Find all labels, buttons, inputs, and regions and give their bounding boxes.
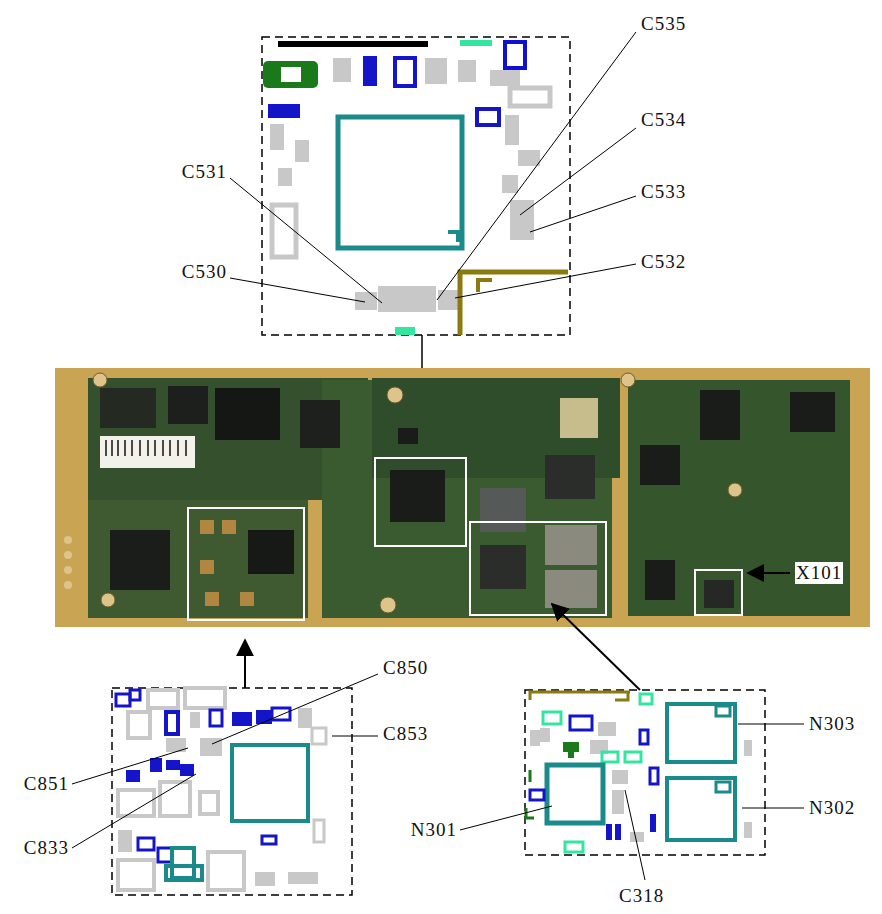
part-label: C534 xyxy=(640,109,687,131)
part-label: C530 xyxy=(181,261,228,283)
part-label: C533 xyxy=(640,181,687,203)
leader-lines xyxy=(230,32,636,303)
part-label: C850 xyxy=(382,657,429,679)
part-label: C532 xyxy=(640,251,687,273)
pcb-photo xyxy=(55,368,870,627)
part-label: N301 xyxy=(410,819,458,841)
part-label: X101 xyxy=(795,562,843,584)
part-label: C535 xyxy=(640,13,687,35)
part-label: N303 xyxy=(808,713,856,735)
detail-bottom-right xyxy=(460,604,804,880)
part-label: C853 xyxy=(382,723,429,745)
detail-bottom-left xyxy=(72,640,378,895)
part-label: C531 xyxy=(181,161,228,183)
part-label: C851 xyxy=(23,773,70,795)
part-label: C318 xyxy=(618,885,665,907)
part-label: C833 xyxy=(23,837,70,859)
part-label: N302 xyxy=(808,797,856,819)
